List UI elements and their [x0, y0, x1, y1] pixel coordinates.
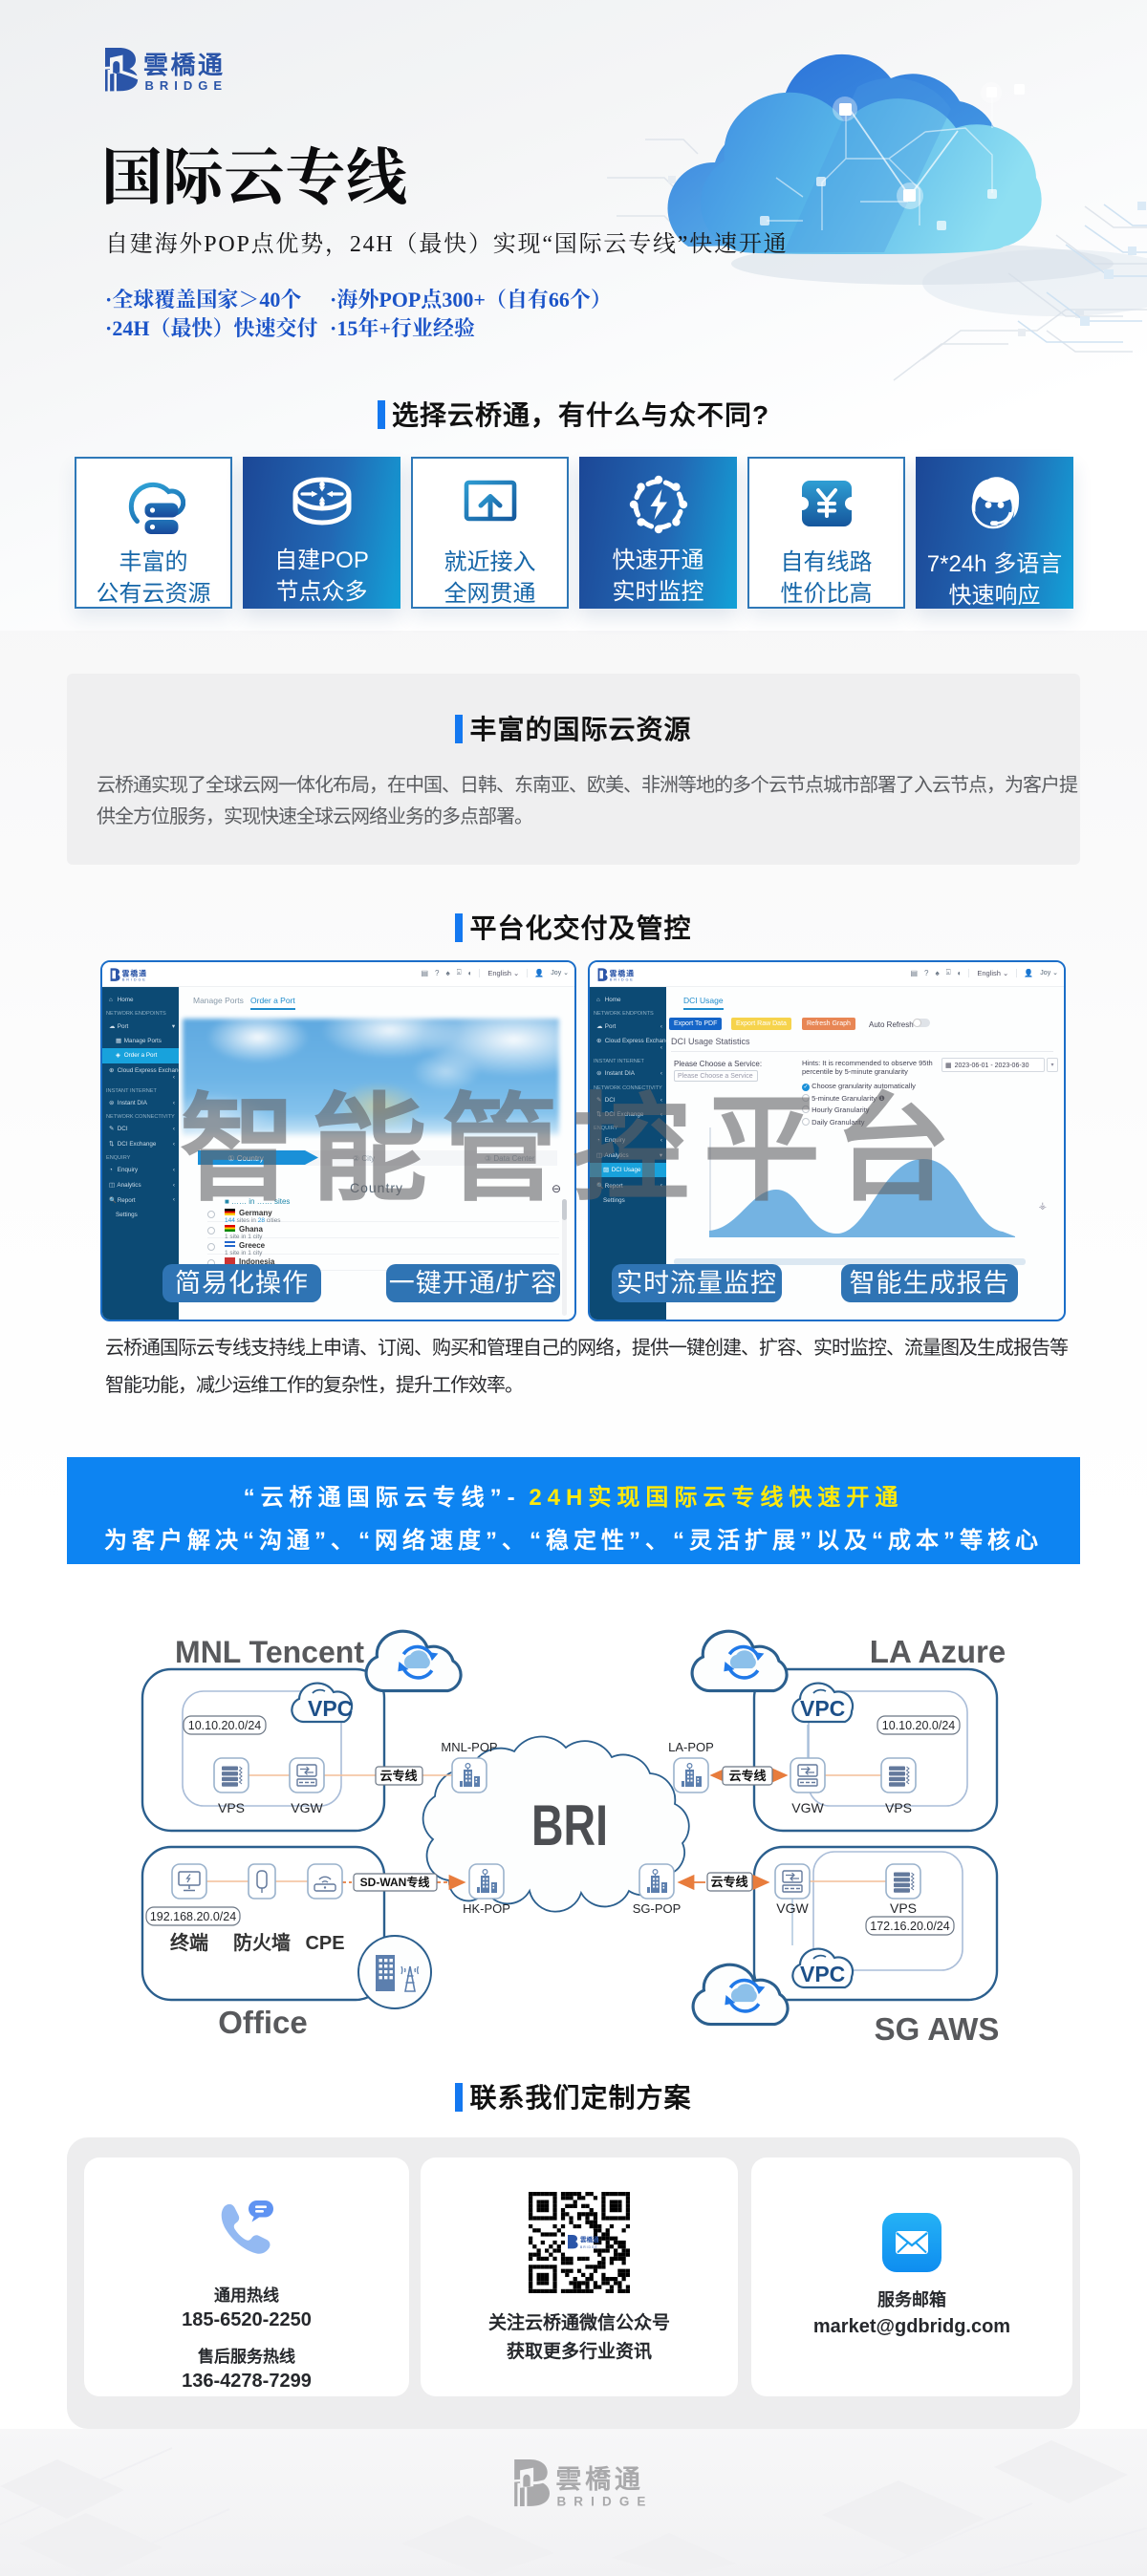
svg-text:BRIDGE: BRIDGE	[556, 2495, 653, 2509]
svg-text:雲橋通: 雲橋通	[143, 51, 226, 79]
svg-text:BRI: BRI	[531, 1793, 608, 1857]
svg-text:10.10.20.0/24: 10.10.20.0/24	[188, 1719, 262, 1732]
svg-text:云专线: 云专线	[710, 1875, 747, 1889]
svg-text:BRIDGE: BRIDGE	[122, 977, 147, 981]
svg-text:Office: Office	[218, 2005, 308, 2040]
svg-text:LA Azure: LA Azure	[870, 1634, 1006, 1669]
svg-text:VPS: VPS	[218, 1800, 245, 1815]
svg-text:雲橋通: 雲橋通	[580, 2235, 599, 2243]
svg-text:防火墙: 防火墙	[233, 1931, 291, 1954]
svg-text:10.10.20.0/24: 10.10.20.0/24	[882, 1719, 956, 1732]
svg-text:VPS: VPS	[890, 1900, 917, 1916]
svg-text:终端: 终端	[170, 1931, 208, 1954]
svg-text:SG-POP: SG-POP	[633, 1901, 682, 1916]
svg-text:192.168.20.0/24: 192.168.20.0/24	[150, 1910, 236, 1923]
svg-text:SD-WAN专线: SD-WAN专线	[360, 1875, 430, 1889]
svg-text:SG AWS: SG AWS	[875, 2011, 1000, 2047]
svg-text:VPC: VPC	[800, 1962, 845, 1986]
svg-text:CPE: CPE	[305, 1933, 344, 1954]
svg-text:① Country: ① Country	[227, 1154, 263, 1163]
svg-text:B R I D G E: B R I D G E	[580, 2245, 597, 2249]
svg-text:VPC: VPC	[308, 1696, 353, 1721]
svg-text:VGW: VGW	[776, 1900, 809, 1916]
svg-text:VGW: VGW	[291, 1800, 323, 1815]
svg-text:BRIDGE: BRIDGE	[610, 977, 635, 981]
svg-text:VPC: VPC	[800, 1696, 845, 1721]
svg-text:172.16.20.0/24: 172.16.20.0/24	[870, 1920, 949, 1933]
svg-text:云专线: 云专线	[728, 1769, 766, 1783]
svg-text:HK-POP: HK-POP	[463, 1901, 510, 1916]
svg-text:MNL-POP: MNL-POP	[441, 1740, 497, 1754]
svg-text:雲橋通: 雲橋通	[610, 968, 636, 977]
svg-text:雲橋通: 雲橋通	[555, 2465, 643, 2494]
svg-text:VGW: VGW	[791, 1800, 824, 1815]
svg-text:VPS: VPS	[885, 1800, 912, 1815]
svg-text:MNL Tencent: MNL Tencent	[175, 1635, 364, 1669]
svg-text:雲橋通: 雲橋通	[122, 968, 148, 977]
svg-text:BRIDGE: BRIDGE	[145, 78, 228, 92]
svg-text:云专线: 云专线	[379, 1769, 417, 1783]
svg-text:LA-POP: LA-POP	[668, 1740, 714, 1754]
